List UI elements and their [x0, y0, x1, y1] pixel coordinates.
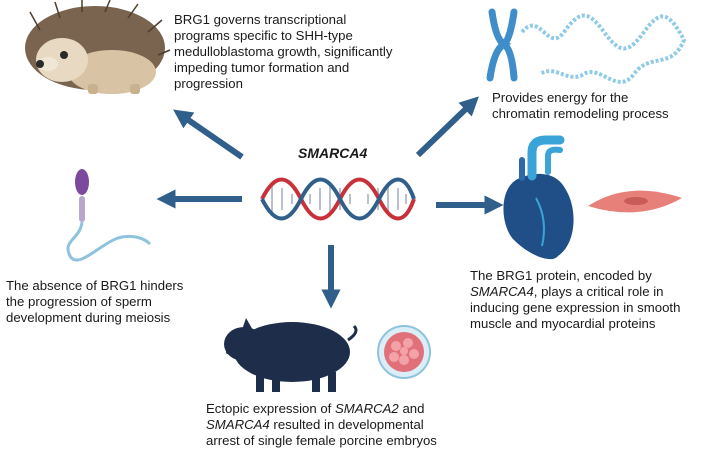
caption-chromosome: Provides energy for the chromatin remode… [492, 90, 669, 121]
muscle-cell-icon [588, 190, 682, 213]
hedgehog-icon [25, 0, 171, 94]
caption-heart: The BRG1 protein, encoded by SMARCA4, pl… [470, 268, 681, 331]
heart-icon [503, 135, 574, 260]
pig-icon [224, 318, 358, 392]
sperm-icon [66, 169, 152, 262]
caption-pig: Ectopic expression of SMARCA2 and SMARCA… [206, 401, 437, 448]
arrow-to-chromosome [415, 96, 479, 158]
chromosome-icon [486, 8, 687, 84]
caption-hedgehog: BRG1 governs transcriptional programs sp… [174, 12, 393, 91]
embryo-icon [377, 325, 431, 379]
dna-icon [260, 177, 416, 221]
caption-sperm: The absence of BRG1 hinders the progress… [6, 278, 184, 325]
arrow-to-hedgehog [173, 109, 244, 160]
center-gene-label: SMARCA4 [298, 145, 368, 161]
